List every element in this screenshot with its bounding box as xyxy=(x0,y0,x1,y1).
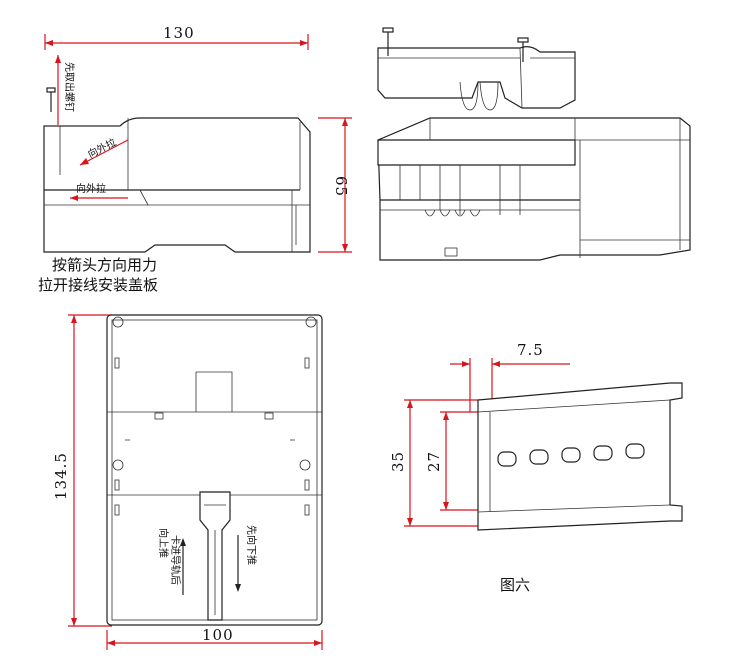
din-clip xyxy=(199,491,231,621)
din-rail-view: 7.5 35 27 图六 xyxy=(389,341,683,594)
pull-out-label-2: 向外拉 xyxy=(76,182,106,195)
rail-inner-dimension: 27 xyxy=(425,411,480,511)
rail-inner-label: 27 xyxy=(425,451,443,472)
isometric-view xyxy=(377,27,691,261)
bottom-height-dimension: 134.5 xyxy=(52,314,112,627)
push-down-note: 先向下推 xyxy=(245,525,258,565)
side-view: 130 65 向外拉 xyxy=(38,24,352,294)
figure-label: 图六 xyxy=(500,576,530,594)
side-width-dimension: 130 xyxy=(44,24,309,50)
rail-outer-dimension: 35 xyxy=(389,399,480,527)
pull-out-arrow-2: 向外拉 xyxy=(70,182,128,201)
side-height-label: 65 xyxy=(332,176,350,197)
pull-out-arrow-1: 向外拉 xyxy=(79,135,129,166)
push-up-note: 向上推 xyxy=(157,528,170,558)
rail-slot xyxy=(529,449,549,465)
bottom-view: 134.5 100 xyxy=(52,314,323,650)
bottom-width-label: 100 xyxy=(202,626,234,644)
clip-rail-note: 卡进导轨后 xyxy=(169,535,182,585)
rail-slot xyxy=(625,443,645,459)
screw-icon xyxy=(46,87,56,112)
side-caption-line1: 按箭头方向用力 xyxy=(52,256,157,274)
push-down-arrow xyxy=(235,535,241,592)
bottom-width-dimension: 100 xyxy=(106,626,323,650)
bottom-height-label: 134.5 xyxy=(52,452,70,500)
rail-flange-label: 7.5 xyxy=(517,341,544,359)
side-caption-line2: 拉开接线安装盖板 xyxy=(38,276,158,294)
rail-flange-dimension: 7.5 xyxy=(450,341,570,412)
side-width-label: 130 xyxy=(163,24,195,42)
rail-slot xyxy=(497,451,517,467)
screw-icon xyxy=(517,37,529,62)
side-height-dimension: 65 xyxy=(318,117,352,253)
screw-icon xyxy=(382,27,394,56)
rail-outer-label: 35 xyxy=(389,451,407,472)
remove-screw-note: 先取出螺钉 xyxy=(63,62,76,112)
push-up-arrow xyxy=(180,538,186,595)
rail-slot xyxy=(561,447,581,463)
pull-out-label-1: 向外拉 xyxy=(85,135,118,160)
rail-slot xyxy=(593,445,613,461)
